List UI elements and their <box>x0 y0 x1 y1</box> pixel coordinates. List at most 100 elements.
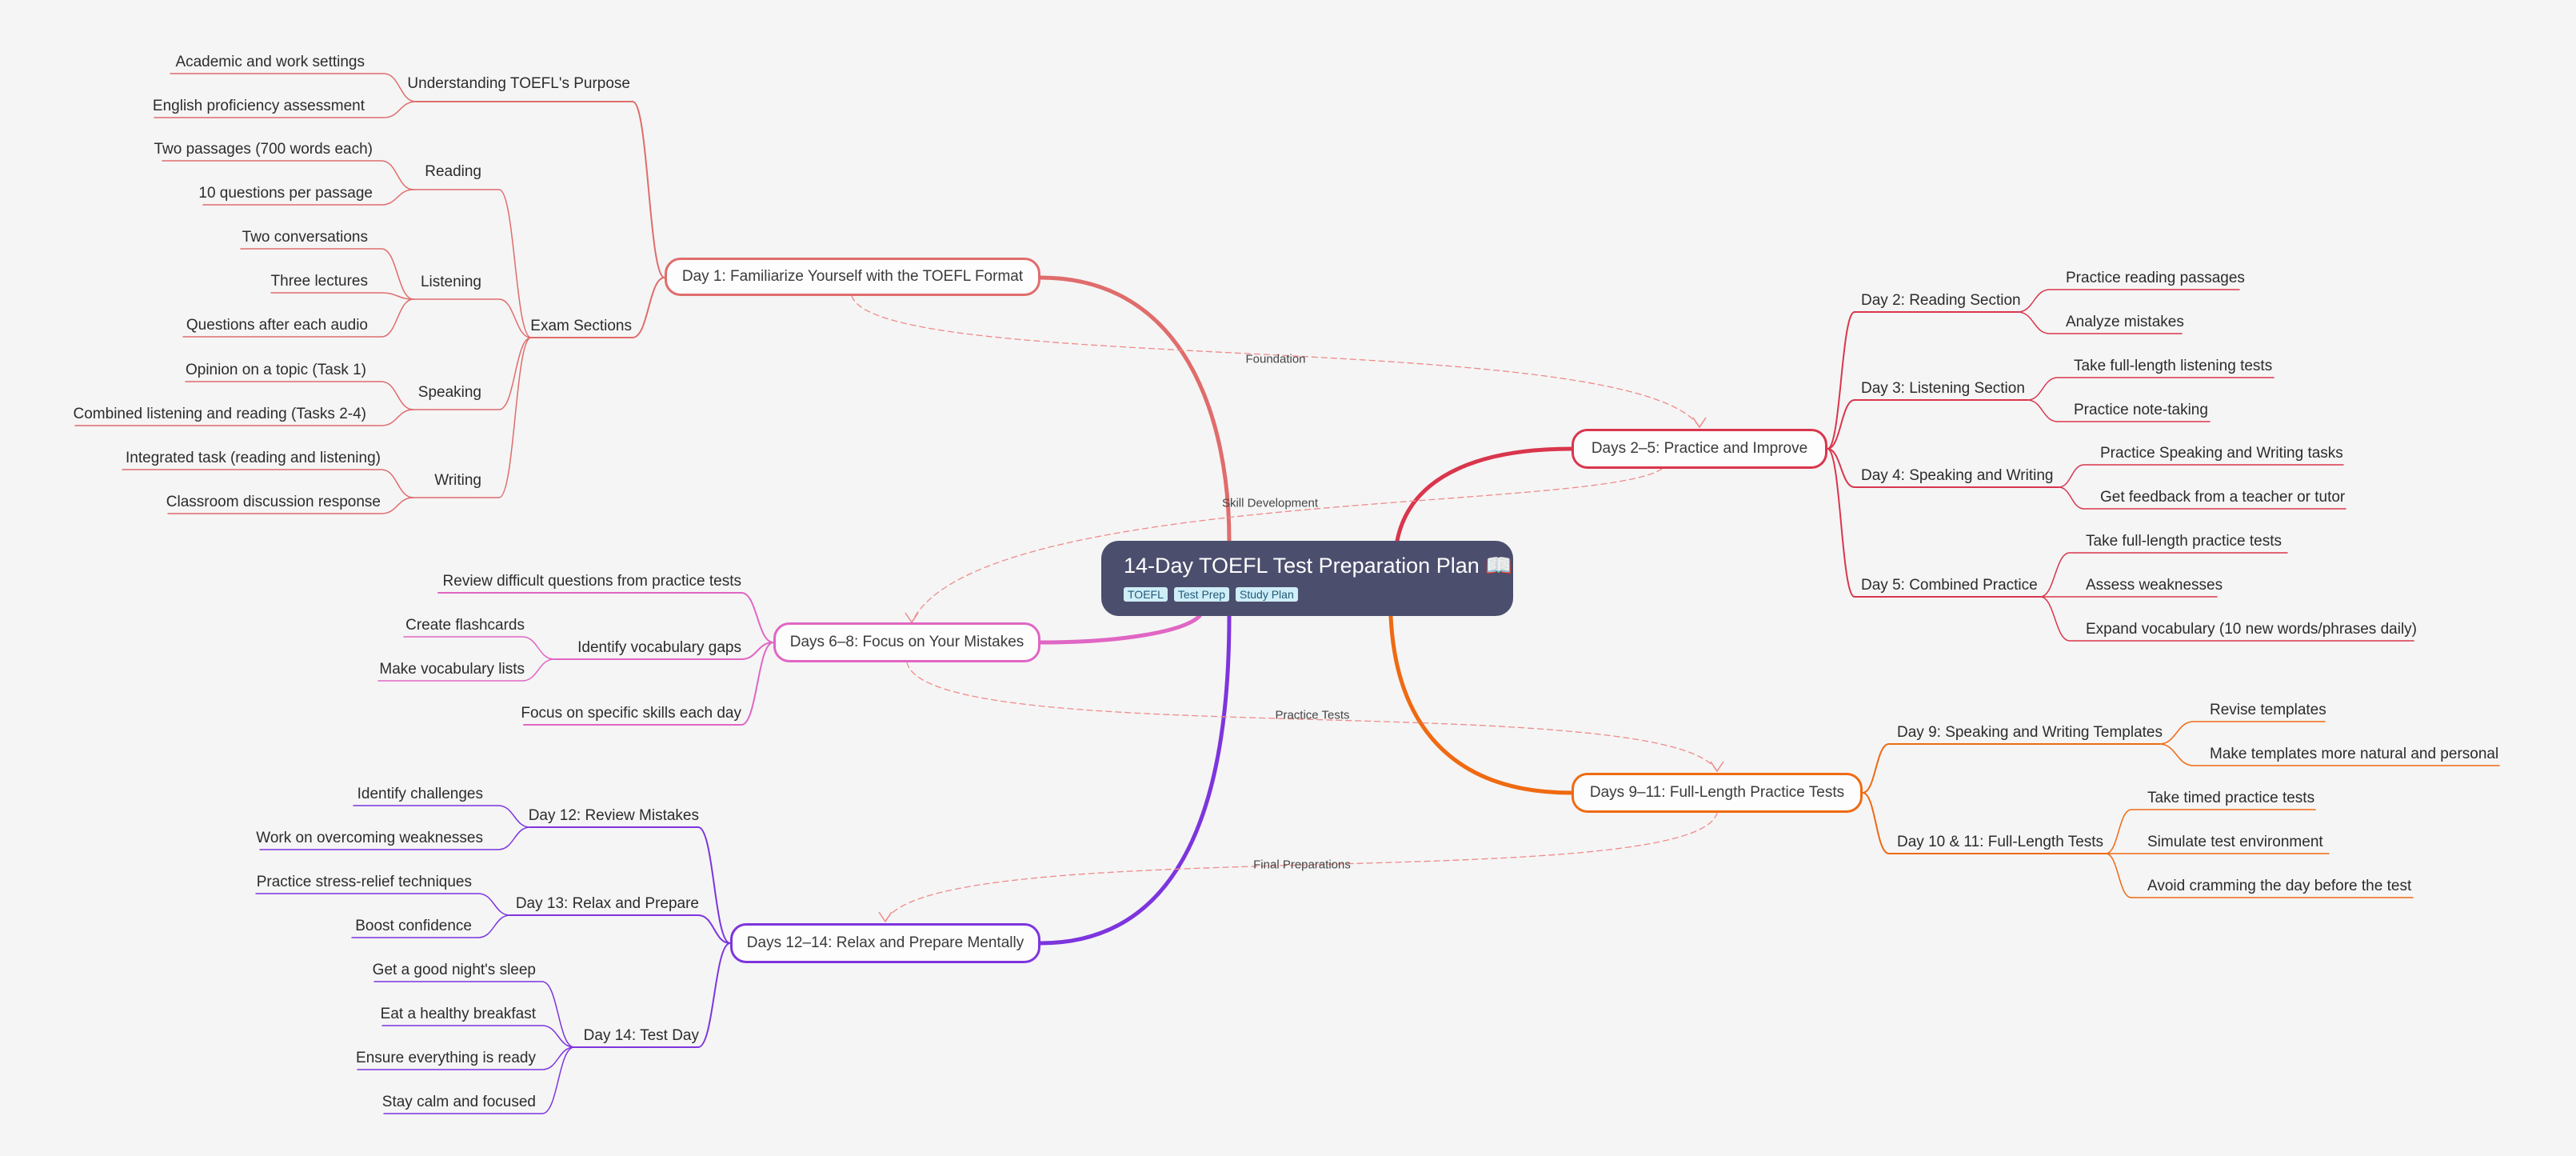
day12-review-mistakes[interactable]: Day 12: Review Mistakes <box>528 807 699 824</box>
branch-connector <box>509 914 731 944</box>
day1-speaking[interactable]: Speaking <box>417 384 481 401</box>
day4-item[interactable]: Get feedback from a teacher or tutor <box>2100 489 2346 506</box>
day4-speaking-writing[interactable]: Day 4: Speaking and Writing <box>1861 467 2054 484</box>
day13-item[interactable]: Practice stress-relief techniques <box>256 874 472 890</box>
vocab-item[interactable]: Make vocabulary lists <box>379 661 525 678</box>
day2-item[interactable]: Practice reading passages <box>2066 270 2245 286</box>
day3-item[interactable]: Take full-length listening tests <box>2074 358 2273 374</box>
day5-item[interactable]: Assess weaknesses <box>2086 577 2223 594</box>
branch-connector <box>2017 311 2183 334</box>
vocab-item[interactable]: Create flashcards <box>405 617 525 634</box>
branch-connector <box>162 160 414 190</box>
day10-item[interactable]: Avoid cramming the day before the test <box>2147 878 2412 894</box>
day9-templates[interactable]: Day 9: Speaking and Writing Templates <box>1897 724 2163 741</box>
branch-connector <box>1827 399 2028 450</box>
topic-days9-11[interactable]: Days 9–11: Full-Length Practice Tests <box>1572 773 1863 813</box>
day13-item[interactable]: Boost confidence <box>355 918 472 934</box>
day14-item[interactable]: Eat a healthy breakfast <box>380 1006 536 1022</box>
day1-purpose-item[interactable]: Academic and work settings <box>175 54 365 70</box>
topic-days12-14[interactable]: Days 12–14: Relax and Prepare Mentally <box>730 923 1040 963</box>
tag-test-prep[interactable]: Test Prep <box>1173 587 1230 602</box>
listening-item[interactable]: Questions after each audio <box>186 317 368 334</box>
branch-connector <box>74 409 414 426</box>
branch-connector <box>2058 464 2344 488</box>
branch-connector <box>259 826 531 850</box>
arrow-head-foundation <box>1692 417 1707 429</box>
root-connector-days9-11 <box>1388 614 1574 795</box>
day2-reading-section[interactable]: Day 2: Reading Section <box>1861 292 2021 309</box>
branch-connector <box>270 292 414 300</box>
branch-connector <box>351 914 511 938</box>
root-connector-days12-14 <box>1038 614 1232 946</box>
writing-item[interactable]: Classroom discussion response <box>166 494 381 510</box>
day5-item[interactable]: Take full-length practice tests <box>2086 533 2282 550</box>
day1-purpose[interactable]: Understanding TOEFL's Purpose <box>407 75 630 92</box>
branch-connector <box>553 642 774 660</box>
day10-11-full-tests[interactable]: Day 10 & 11: Full-Length Tests <box>1897 834 2104 850</box>
day9-item[interactable]: Make templates more natural and personal <box>2210 746 2499 762</box>
day4-item[interactable]: Practice Speaking and Writing tasks <box>2100 445 2343 462</box>
day1-purpose-item[interactable]: English proficiency assessment <box>152 98 365 114</box>
root-connector-day1 <box>1038 275 1232 543</box>
relation-foundation[interactable]: Foundation <box>1245 352 1306 366</box>
branch-connector <box>2058 486 2346 510</box>
branch-connector <box>255 893 511 916</box>
topic-days2-5[interactable]: Days 2–5: Practice and Improve <box>1572 429 1827 469</box>
day1-writing[interactable]: Writing <box>434 472 481 489</box>
day14-test-day[interactable]: Day 14: Test Day <box>583 1027 699 1044</box>
tag-study-plan[interactable]: Study Plan <box>1236 587 1298 602</box>
day1-exam-sections[interactable]: Exam Sections <box>530 318 632 334</box>
branch-connector <box>202 189 414 206</box>
day1-listening[interactable]: Listening <box>420 274 481 290</box>
branch-connector <box>185 381 414 410</box>
day5-combined-practice[interactable]: Day 5: Combined Practice <box>1861 577 2038 594</box>
day10-item[interactable]: Take timed practice tests <box>2147 790 2315 806</box>
speaking-item[interactable]: Combined listening and reading (Tasks 2-… <box>73 406 366 422</box>
branch-connector <box>353 805 531 828</box>
branch-connector <box>122 469 414 498</box>
branch-connector <box>182 298 414 338</box>
day3-item[interactable]: Practice note-taking <box>2074 402 2208 418</box>
reading-item[interactable]: 10 questions per passage <box>198 185 373 202</box>
listening-item[interactable]: Three lectures <box>270 273 368 290</box>
day3-listening-section[interactable]: Day 3: Listening Section <box>1861 380 2025 397</box>
day14-item[interactable]: Stay calm and focused <box>381 1094 536 1110</box>
topic-days6-8[interactable]: Days 6–8: Focus on Your Mistakes <box>773 622 1040 662</box>
reading-item[interactable]: Two passages (700 words each) <box>154 141 373 158</box>
branch-connector <box>2017 289 2240 313</box>
day14-item[interactable]: Get a good night's sleep <box>372 962 536 978</box>
day9-item[interactable]: Revise templates <box>2210 702 2326 718</box>
relation-practice-tests[interactable]: Practice Tests <box>1275 708 1350 722</box>
topic-day1[interactable]: Day 1: Familiarize Yourself with the TOE… <box>665 258 1040 296</box>
root-title: 14-Day TOEFL Test Preparation Plan 📖 <box>1124 554 1512 578</box>
branch-connector <box>437 592 774 643</box>
branch-connector <box>413 298 532 338</box>
day14-item[interactable]: Ensure everything is ready <box>356 1050 536 1066</box>
day12-item[interactable]: Identify challenges <box>357 786 483 802</box>
day12-item[interactable]: Work on overcoming weaknesses <box>256 830 483 846</box>
day5-item[interactable]: Expand vocabulary (10 new words/phrases … <box>2086 621 2417 638</box>
relation-skill-development[interactable]: Skill Development <box>1221 496 1319 510</box>
speaking-item[interactable]: Opinion on a topic (Task 1) <box>185 362 366 378</box>
days6-8-vocab-gaps[interactable]: Identify vocabulary gaps <box>577 639 741 656</box>
branch-connector <box>403 636 555 660</box>
tag-toefl[interactable]: TOEFL <box>1124 587 1168 602</box>
branch-connector <box>2105 853 2414 898</box>
relation-skill-line <box>911 468 1663 623</box>
day10-item[interactable]: Simulate test environment <box>2147 834 2323 850</box>
day1-reading[interactable]: Reading <box>425 163 481 180</box>
relation-final-preparations[interactable]: Final Preparations <box>1253 858 1351 872</box>
writing-item[interactable]: Integrated task (reading and listening) <box>126 450 381 466</box>
branch-connector <box>523 642 774 726</box>
days6-8-review[interactable]: Review difficult questions from practice… <box>442 573 741 590</box>
day2-item[interactable]: Analyze mistakes <box>2066 314 2184 330</box>
branch-connector <box>1827 448 2041 598</box>
days6-8-focus[interactable]: Focus on specific skills each day <box>521 705 741 722</box>
day13-relax-prepare[interactable]: Day 13: Relax and Prepare <box>515 895 699 912</box>
root-topic[interactable]: 14-Day TOEFL Test Preparation Plan 📖 TOE… <box>1101 541 1513 616</box>
branch-connector <box>1862 743 2160 794</box>
listening-item[interactable]: Two conversations <box>242 229 368 246</box>
branch-connector <box>383 1046 575 1114</box>
arrow-head-final <box>878 911 893 923</box>
